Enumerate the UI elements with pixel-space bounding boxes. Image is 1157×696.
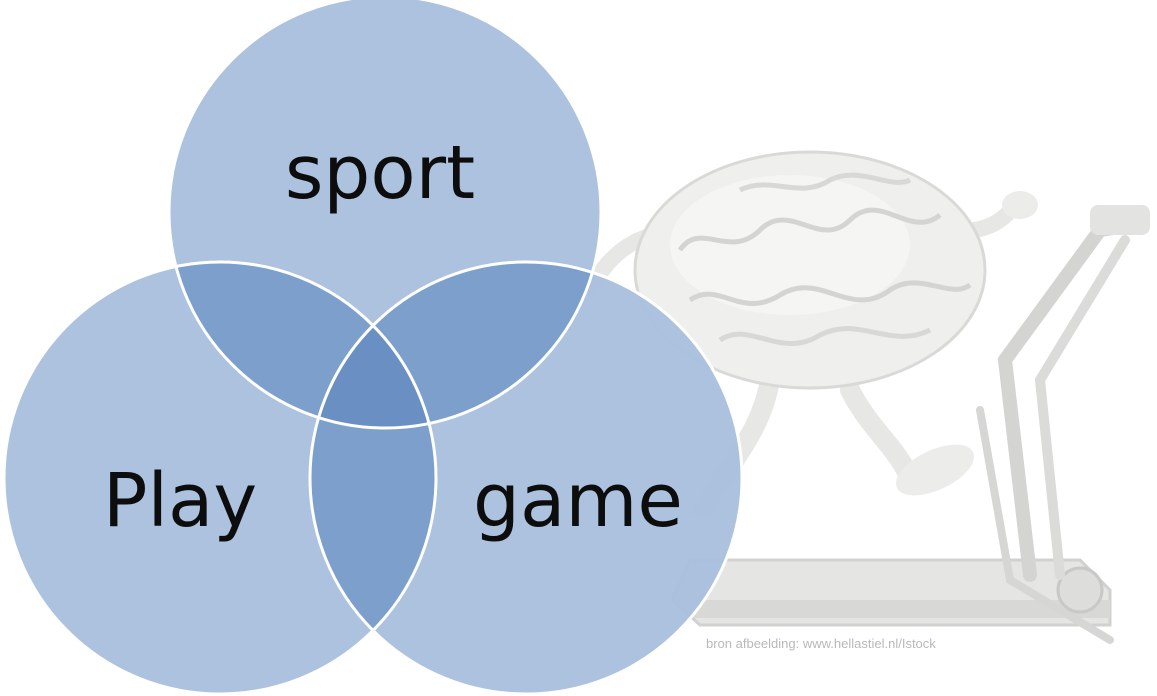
label-sport: sport (285, 130, 475, 216)
venn-diagram: sport Play game (2, 0, 744, 696)
overlap-sport-play (169, 262, 436, 428)
label-play: Play (103, 458, 257, 544)
image-credit: bron afbeelding: www.hellastiel.nl/Istoc… (706, 636, 936, 651)
overlap-sport-game (310, 262, 601, 428)
label-game: game (473, 458, 683, 544)
